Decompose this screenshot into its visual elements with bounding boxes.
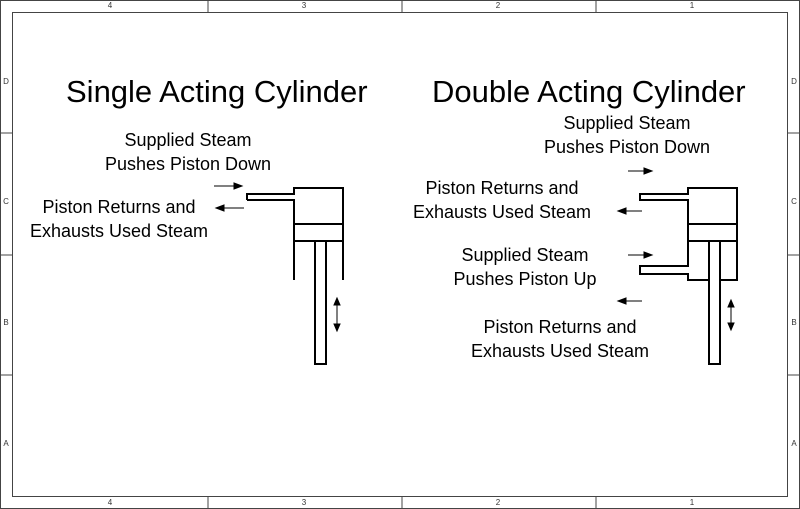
zone-left-A: A: [3, 439, 9, 448]
single-arrows: [214, 182, 341, 333]
zone-right-D: D: [791, 77, 797, 86]
single-title: Single Acting Cylinder: [66, 74, 368, 109]
single-cylinder-body: [246, 187, 344, 280]
zone-top-3: 3: [301, 1, 307, 10]
double-piston-rod: [708, 240, 721, 365]
single-cylinder-left-wall: [247, 199, 295, 280]
double-arrows: [616, 167, 735, 332]
zone-top-4: 4: [107, 1, 113, 10]
single-piston: [293, 223, 344, 242]
double-piston: [687, 223, 738, 242]
zone-right-B: B: [791, 318, 797, 327]
zone-right-C: C: [791, 197, 797, 206]
zone-left-B: B: [3, 318, 9, 327]
double-title: Double Acting Cylinder: [432, 74, 746, 109]
single-acting-cylinder: [246, 187, 344, 365]
double-acting-cylinder: [639, 187, 738, 365]
zone-bottom-4: 4: [107, 498, 113, 507]
zone-left-D: D: [3, 77, 9, 86]
zone-bottom-1: 1: [689, 498, 695, 507]
zone-left-C: C: [3, 197, 9, 206]
double-top-port: [639, 187, 738, 281]
zone-right-A: A: [791, 439, 797, 448]
inner-border: [12, 12, 788, 497]
zone-top-2: 2: [495, 1, 501, 10]
zone-top-1: 1: [689, 1, 695, 10]
zone-bottom-3: 3: [301, 498, 307, 507]
single-piston-rod: [314, 240, 327, 365]
zone-bottom-2: 2: [495, 498, 501, 507]
